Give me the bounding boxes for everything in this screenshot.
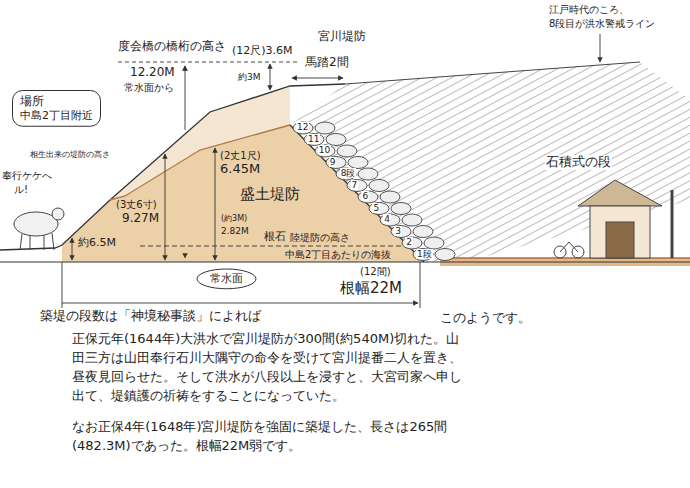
dimension-label: 中島2丁目あたりの海抜 [285, 249, 391, 261]
dimension-label: 2 [405, 237, 413, 247]
node-text: 中島2丁目附近 [20, 109, 93, 123]
dimension-label: 陸堤防の高さ [290, 232, 350, 244]
box-outline [13, 91, 101, 127]
dimension-label: 4 [383, 214, 391, 224]
dimension-label: 6.45M [220, 162, 260, 177]
dimension-label: 6 [361, 191, 369, 201]
note-text: なお正保4年(1648年)宮川堤防を強固に築堤した、長さは265間(482.3M… [72, 418, 472, 456]
dimension-label: 7 [351, 180, 359, 190]
dimension-label: 盛土堤防 [240, 186, 300, 203]
dimension-label: (2丈1尺) [220, 150, 261, 162]
node-text: 場所 [20, 94, 93, 109]
dimension-label: 2.82M [221, 226, 249, 236]
dimension-label: 1段 [416, 249, 433, 259]
dimension-label: 相生出来の堤防の高さ [30, 150, 110, 159]
dimension-label: 11 [307, 134, 320, 144]
dimension-label: 築堤の段数は「神境秘事談」によれば [40, 309, 261, 324]
dimension-label: 奉行ケケへ [2, 170, 52, 182]
dimension-label: 根石 [264, 231, 286, 244]
node-text: 常水面 [210, 272, 243, 286]
dimension-label: 12.20M [130, 66, 175, 80]
dimension-label: 石積式の段 [545, 155, 612, 170]
dimension-label: 約6.5M [78, 237, 116, 250]
dimension-label: 3 [394, 226, 402, 236]
oval-outline [197, 269, 256, 289]
dimension-label: 8段目が洪水警戒ライン [548, 18, 656, 30]
dimension-label: (3丈6寸) [116, 199, 157, 211]
dimension-label: 約3M [238, 72, 261, 82]
dimension-label: 9 [329, 157, 337, 167]
dimension-label: (12尺)3.6M [232, 45, 293, 58]
dimension-label: 9.27M [122, 212, 159, 226]
dimension-label: (約3M) [221, 214, 247, 223]
dimension-label: ル! [14, 184, 28, 196]
dimension-label: 度会橋の橋桁の高さ [118, 40, 226, 54]
location-box: 場所中島2丁目附近 [12, 90, 101, 127]
dimension-label: 根幅22M [340, 280, 402, 297]
dimension-label: (12間) [360, 266, 391, 278]
dimension-label: 5 [372, 203, 380, 213]
dimension-label: 馬踏2間 [305, 56, 349, 70]
dimension-label: このようです。 [440, 311, 531, 326]
dimension-label: 宮川堤防 [318, 30, 366, 44]
dimension-label: 10 [318, 145, 331, 155]
dimension-label: 8段 [340, 168, 357, 178]
dimension-label: 常水面から [124, 82, 174, 94]
dimension-label: 12 [296, 122, 309, 132]
note-text: 正保元年(1644年)大洪水で宮川堤防が300間(約540M)切れた。山田三方は… [72, 330, 472, 405]
dimension-label: 江戸時代のころ、 [548, 4, 630, 16]
water-level-oval: 常水面 [196, 268, 257, 290]
